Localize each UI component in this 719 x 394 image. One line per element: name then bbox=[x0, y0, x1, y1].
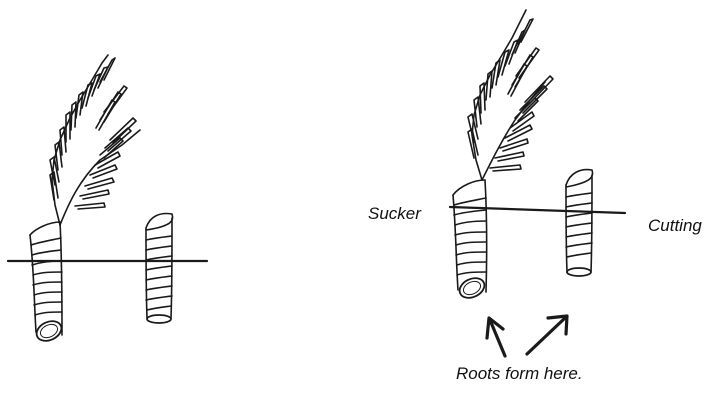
left-sucker-stem bbox=[30, 222, 65, 345]
roots-caption: Roots form here. bbox=[456, 364, 583, 384]
right-ground-line bbox=[450, 207, 625, 213]
right-sucker-stem bbox=[453, 180, 488, 302]
cutting-label: Cutting bbox=[648, 216, 702, 236]
left-panel bbox=[8, 55, 207, 345]
sucker-label: Sucker bbox=[368, 204, 421, 224]
right-panel bbox=[450, 10, 625, 356]
left-sucker-leaves bbox=[50, 55, 140, 225]
left-cutting bbox=[146, 214, 173, 323]
root-arrow-right bbox=[527, 316, 567, 354]
right-cutting bbox=[566, 170, 593, 276]
root-arrow-left bbox=[487, 318, 505, 356]
right-sucker-leaves bbox=[468, 10, 553, 180]
